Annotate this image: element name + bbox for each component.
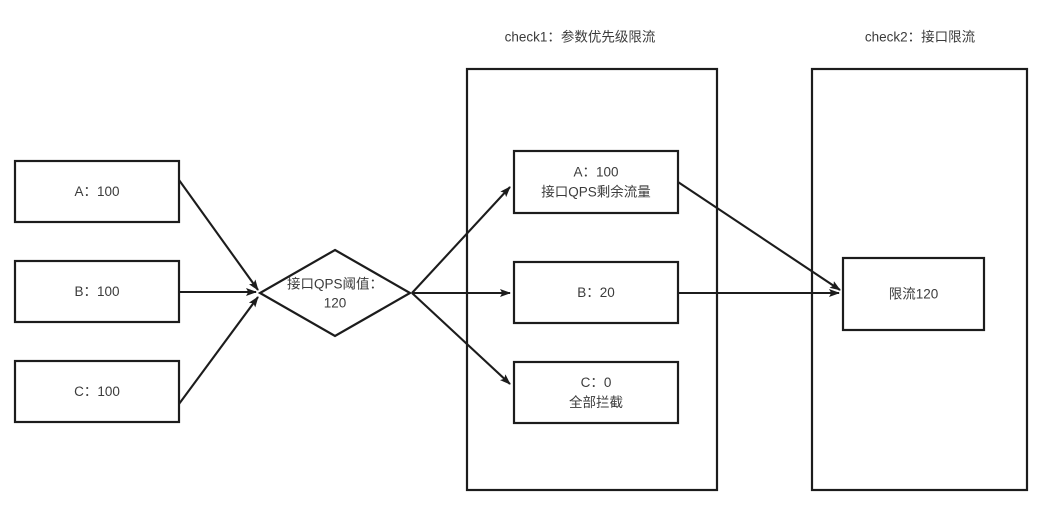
result-c-line2: 全部拦截 — [569, 394, 623, 410]
node-input-a[interactable]: A：100 — [13, 159, 181, 224]
node-input-b[interactable]: B：100 — [13, 259, 181, 324]
edge-decision-to-result-a — [411, 186, 511, 294]
input-c-box[interactable] — [13, 359, 181, 424]
input-c-label: C：100 — [74, 384, 120, 399]
node-result-b[interactable]: B：20 — [512, 260, 680, 325]
group-titles: check1：参数优先级限流 check2：接口限流 — [505, 29, 976, 45]
node-decision[interactable]: 接口QPS阈值： 120 — [257, 248, 413, 338]
result-c-line1: C：0 — [581, 375, 612, 390]
result-b-line1: B：20 — [577, 285, 615, 300]
node-input-c[interactable]: C：100 — [13, 359, 181, 424]
decision-line2: 120 — [324, 296, 347, 311]
edge-input-c-to-decision — [178, 296, 259, 405]
input-a-label: A：100 — [74, 184, 119, 199]
edge-decision-to-result-c — [411, 292, 511, 385]
group-check2-title: check2：接口限流 — [865, 29, 976, 45]
group-check1-title: check1：参数优先级限流 — [505, 29, 656, 45]
qps-threshold-diamond[interactable] — [257, 248, 413, 338]
final-limit-label: 限流120 — [889, 287, 939, 302]
result-a-line2: 接口QPS剩余流量 — [541, 184, 651, 200]
final-limit-box[interactable] — [841, 256, 986, 332]
input-b-label: B：100 — [74, 284, 119, 299]
input-nodes: A：100 B：100 C：100 — [13, 159, 181, 424]
result-c-box[interactable] — [512, 360, 680, 425]
node-result-c[interactable]: C：0 全部拦截 — [512, 360, 680, 425]
edge-input-a-to-decision — [178, 179, 259, 291]
input-b-box[interactable] — [13, 259, 181, 324]
result-nodes: A：100 接口QPS剩余流量 B：20 C：0 全部拦截 — [512, 149, 680, 425]
decision-line1: 接口QPS阈值： — [287, 276, 383, 292]
input-a-box[interactable] — [13, 159, 181, 224]
edge-result-a-to-final — [677, 181, 841, 291]
result-b-box[interactable] — [512, 260, 680, 325]
result-a-line1: A：100 — [573, 165, 618, 180]
node-final[interactable]: 限流120 — [841, 256, 986, 332]
node-result-a[interactable]: A：100 接口QPS剩余流量 — [512, 149, 680, 215]
result-a-box[interactable] — [512, 149, 680, 215]
edges — [178, 179, 841, 405]
